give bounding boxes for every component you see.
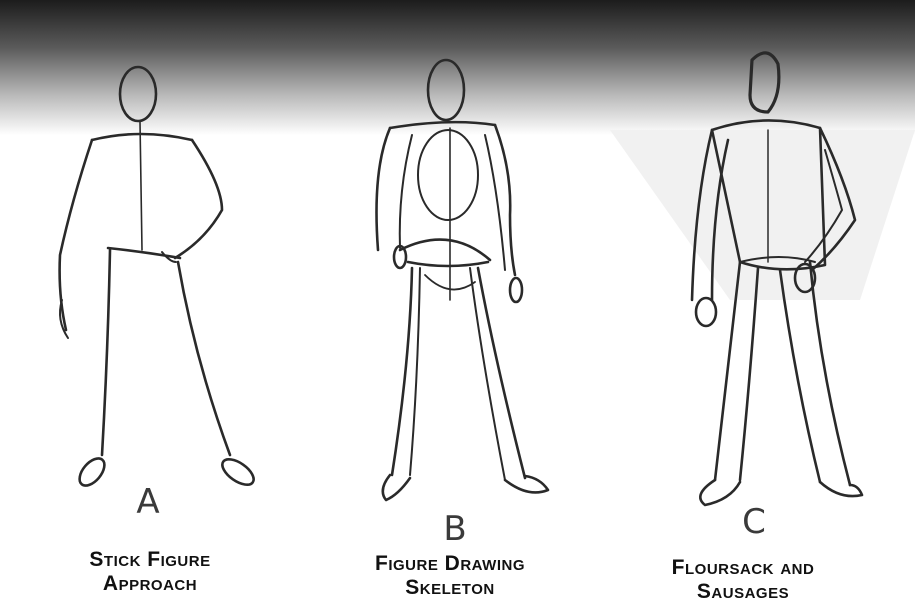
panel-b-caption: Figure Drawing Skeleton xyxy=(330,552,570,600)
panel-c-caption: Floursack and Sausages xyxy=(628,556,858,604)
panel-a-caption: Stick Figure Approach xyxy=(35,548,265,596)
panel-b-caption-line-2: Skeleton xyxy=(330,576,570,600)
panel-b-caption-line-1: Figure Drawing xyxy=(330,552,570,576)
panel-c-caption-line-1: Floursack and xyxy=(628,556,858,580)
panel-a-caption-line-2: Approach xyxy=(35,572,265,596)
panel-c-letter: C xyxy=(734,505,774,539)
panel-c-caption-line-2: Sausages xyxy=(628,580,858,604)
panel-a-letter: A xyxy=(128,485,168,519)
panel-b-letter: B xyxy=(435,512,475,546)
panel-a-caption-line-1: Stick Figure xyxy=(35,548,265,572)
